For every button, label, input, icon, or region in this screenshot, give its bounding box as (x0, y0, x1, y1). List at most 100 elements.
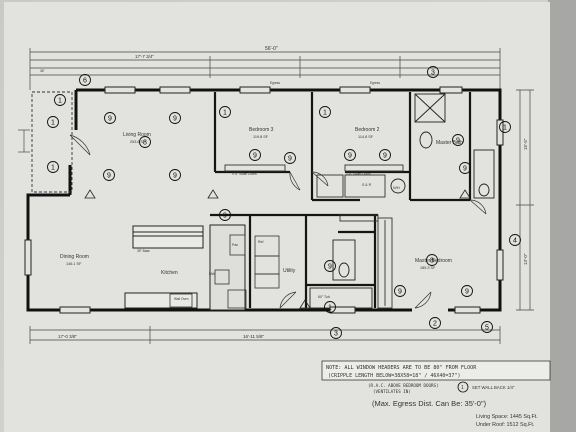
dining-room-area: 146.1 SF (66, 262, 82, 266)
marker-circle (499, 121, 511, 133)
background-edge (548, 0, 576, 432)
counter-label: 39" Base (137, 249, 150, 253)
marker-number: 3 (431, 70, 435, 77)
marker-number: 8 (430, 258, 434, 265)
legend-symbol-circle (457, 381, 469, 393)
utility-name: Utility (283, 268, 296, 274)
shelf-rod-label: S & R (362, 183, 372, 187)
marker-number: 9 (173, 173, 177, 180)
living-room-area: 253.6 SF (130, 140, 146, 144)
marker-circle (394, 285, 406, 297)
kitchen-name: Kitchen (161, 270, 178, 276)
master-closet (377, 217, 393, 309)
marker-number: 1 (503, 125, 507, 132)
note-line-1: NOTE: ALL WINDOW HEADERS ARE TO BE 80" F… (326, 365, 477, 371)
pan-label: Pan (232, 243, 238, 247)
marker-circle (54, 94, 66, 106)
egress-note: (Max. Egress Dist. Can Be: 35'-0") (372, 399, 487, 408)
wall-oven-label: Wall Oven (174, 297, 189, 301)
bedroom3-name: Bedroom 3 (249, 127, 274, 133)
water-heater-label: WH (393, 185, 400, 190)
master-bedroom-area: 185.3 SF (420, 266, 436, 270)
marker-circle (426, 254, 438, 266)
marker-number: 9 (223, 213, 227, 220)
marker-circle (219, 106, 231, 118)
marker-number: 9 (173, 116, 177, 123)
dimension-lines-bottom (29, 326, 501, 344)
tub-label: 60" Tub (318, 295, 330, 299)
marker-circle (103, 169, 115, 181)
master-bath-name: Master Bath (436, 140, 463, 146)
marker-circle (47, 161, 59, 173)
living-space: Living Space: 1445 Sq.Ft. (476, 414, 538, 420)
marker-number: 9 (328, 264, 332, 271)
marker-number: 1 (323, 110, 327, 117)
kitchen-appliances (169, 234, 280, 309)
dim-bottom-mid: 16'-11 5/8" (243, 334, 265, 339)
marker-number: 8 (143, 140, 147, 147)
marker-number: 9 (456, 138, 460, 145)
entry-porch (31, 91, 73, 193)
marker-circle (79, 74, 91, 86)
marker-circle (319, 106, 331, 118)
marker-circle (330, 327, 342, 339)
dim-right-a: 15'-5" (523, 138, 528, 150)
marker-circle (324, 260, 336, 272)
marker-circle (284, 152, 296, 164)
marker-number: 9 (253, 153, 257, 160)
marker-circle (104, 112, 116, 124)
marker-number: 9 (107, 173, 111, 180)
marker-number: 1 (328, 305, 332, 312)
marker-number: 9 (398, 289, 402, 296)
marker-number: 9 (383, 153, 387, 160)
notes-area: NOTE: ALL WINDOW HEADERS ARE TO BE 80" F… (321, 360, 551, 428)
marker-circle (249, 149, 261, 161)
marker-number: 4 (513, 238, 517, 245)
marker-circle (139, 136, 151, 148)
marker-circle (427, 66, 439, 78)
ref-label: Ref. (258, 240, 264, 244)
triangle-callouts (84, 189, 471, 309)
rac-note-line-2: (VENTILATES IN) (373, 389, 411, 394)
marker-circle (461, 285, 473, 297)
marker-number: 9 (348, 153, 352, 160)
marker-circle (169, 112, 181, 124)
egress-label-2: Egress (370, 81, 380, 85)
under-roof: Under Roof: 1512 Sq.Ft. (476, 422, 534, 428)
marker-circle (169, 169, 181, 181)
marker-number: 1 (58, 98, 62, 105)
marker-circle (429, 317, 441, 329)
dim-top-left: 17'-7 3/4" (135, 54, 154, 59)
interior-walls (210, 92, 472, 308)
windows (24, 86, 504, 314)
legend-text: SET WALL BACK 1/4" (472, 385, 515, 390)
marker-circle (47, 116, 59, 128)
marker-circle (379, 149, 391, 161)
slider-label-b: 2'-6" Slider Doors (346, 172, 371, 176)
legend-symbol: 1 (461, 385, 464, 391)
marker-number: 9 (108, 116, 112, 123)
marker-circle (509, 234, 521, 246)
marker-circle (452, 134, 464, 146)
dim-overall-top: 56'-0" (265, 46, 278, 52)
paper-sheet (4, 2, 550, 432)
closet-sliders (224, 164, 404, 222)
marker-number: 1 (51, 120, 55, 127)
marker-number: 6 (83, 78, 87, 85)
living-room-name: Living Room (123, 132, 151, 138)
marker-number: 1 (51, 165, 55, 172)
slider-label-a: 9'-6" Slider Doors (232, 172, 257, 176)
dim-bottom-left: 17'-0 3/8" (58, 334, 77, 339)
bedroom2-area: 114.8 SF (358, 135, 374, 139)
dishwasher-label: DW (209, 272, 216, 276)
marker-circle (481, 321, 493, 333)
marker-circle (219, 209, 231, 221)
porch-steps (18, 129, 30, 153)
marker-number: 3 (334, 331, 338, 338)
dining-room-name: Dining Room (60, 254, 89, 260)
dim-right-b: 13'-0" (523, 253, 528, 265)
kitchen-counters (124, 224, 246, 311)
bath-fixtures (309, 93, 495, 309)
